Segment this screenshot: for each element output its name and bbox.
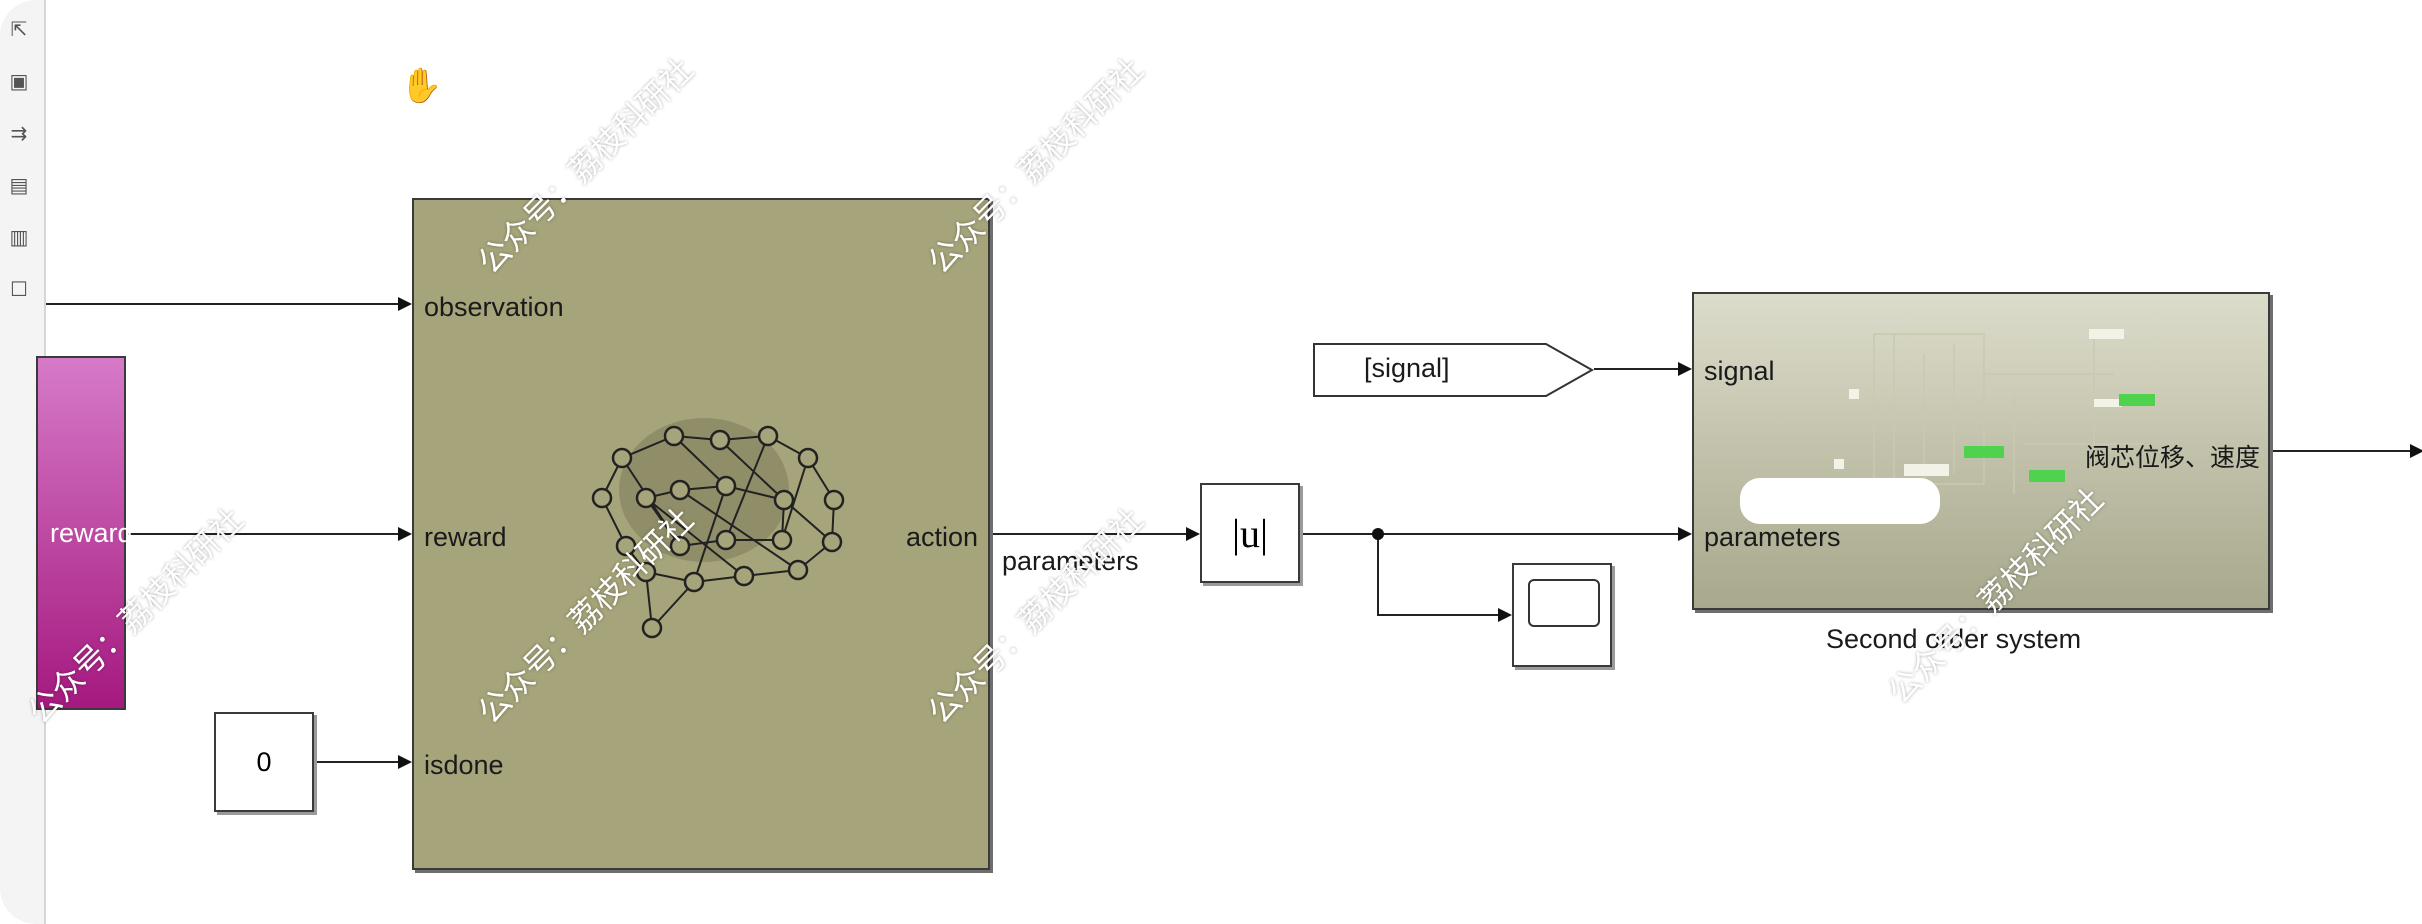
subsystem-preview: [1740, 329, 2155, 524]
second-order-subsystem[interactable]: signal parameters 阀芯位移、速度: [1692, 292, 2270, 610]
from-block-shape: [1313, 343, 1595, 397]
sub-port-parameters: parameters: [1704, 522, 1841, 552]
reward-block-label: reward: [50, 518, 133, 548]
annotation-icon[interactable]: ▥: [9, 226, 29, 249]
fit-view-icon[interactable]: ▣: [9, 70, 29, 93]
branch-point: [1372, 528, 1384, 540]
abs-block[interactable]: |u|: [1200, 483, 1300, 583]
port-isdone: isdone: [424, 750, 504, 780]
area-icon[interactable]: ☐: [10, 278, 28, 301]
abs-label: |u|: [1231, 510, 1268, 556]
wire-label-parameters: parameters: [1002, 546, 1139, 576]
port-observation: observation: [424, 292, 564, 322]
subsystem-name[interactable]: Second order system: [1826, 624, 2082, 654]
arrows-icon[interactable]: ⇉: [10, 122, 28, 145]
sub-port-signal: signal: [1704, 356, 1775, 386]
constant-value: 0: [256, 746, 272, 777]
neural-network-icon: [591, 418, 845, 639]
constant-block[interactable]: 0: [214, 712, 314, 812]
port-action: action: [905, 522, 978, 552]
scope-block[interactable]: [1512, 563, 1612, 667]
image-icon[interactable]: ▤: [9, 174, 29, 197]
from-block-label[interactable]: [signal]: [1364, 353, 1450, 383]
port-reward: reward: [424, 522, 507, 552]
scope-screen-icon: [1528, 579, 1600, 627]
hand-cursor-icon: ✋: [400, 67, 443, 105]
rl-agent-block[interactable]: observation reward isdone action: [412, 198, 990, 870]
model-canvas[interactable]: reward 0: [21, 0, 2422, 924]
pointer-icon[interactable]: ⇱: [10, 18, 28, 41]
signal-lines: [46, 297, 2422, 769]
sub-port-output: 阀芯位移、速度: [2084, 443, 2260, 472]
reward-block[interactable]: [36, 356, 126, 710]
wire-scope: [1377, 534, 1512, 622]
